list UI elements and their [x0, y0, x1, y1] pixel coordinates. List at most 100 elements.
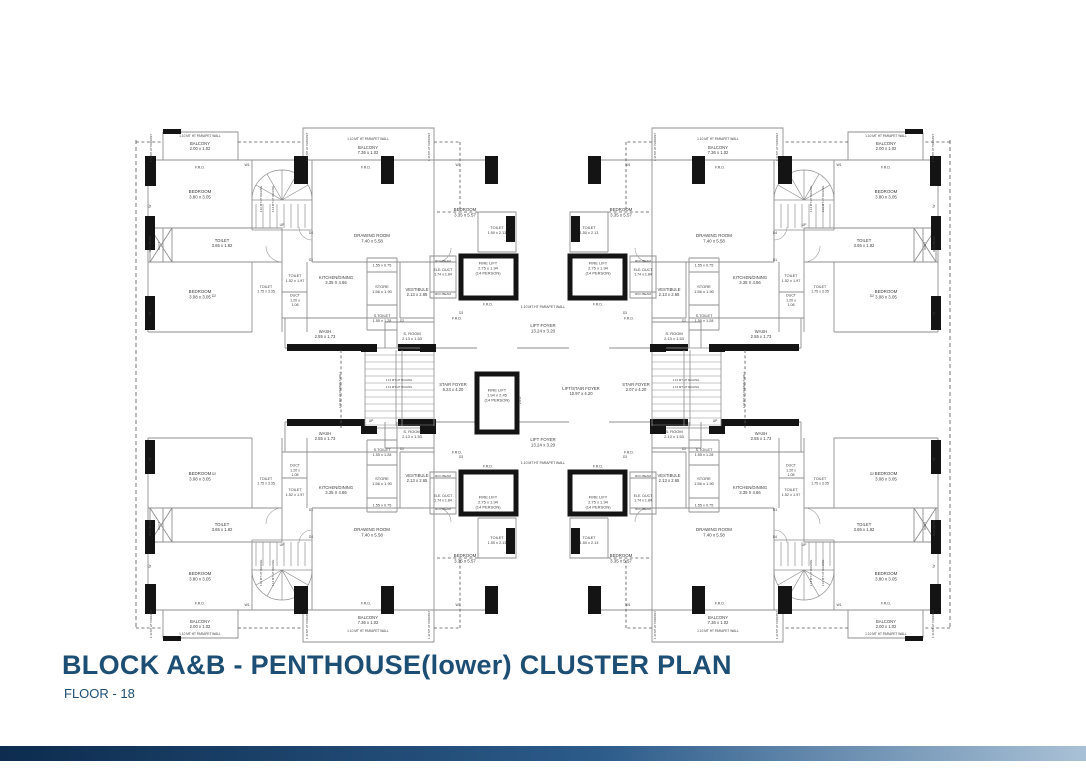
plan-label: D2 — [212, 294, 216, 298]
plan-label: D1 — [309, 508, 313, 512]
plan-label: W — [148, 565, 152, 568]
plan-label: 1.55 x 0.75 — [373, 263, 392, 267]
plan-label: 1.10 MT HT PARAPET WALL — [865, 632, 907, 636]
plan-label: F.R.D. — [452, 316, 462, 320]
plan-label: D3 — [459, 311, 463, 315]
plan-label: W — [148, 205, 152, 208]
plan-label: F.R.D. — [715, 165, 725, 169]
plan-label: 1.13 MT HT RAILING — [271, 560, 275, 587]
plan-label: RCC BEAM — [148, 520, 152, 536]
plan-label: D3 — [623, 455, 627, 459]
plan-label: 1.10 MT HT PARAPET WALL — [697, 137, 739, 141]
footer-gradient-bar — [0, 746, 1086, 761]
plan-label: 1.10 MT HT PARAPET — [149, 134, 153, 163]
plan-label: DUCT — [157, 242, 161, 250]
plan-label: D2 — [870, 294, 874, 298]
plan-label: W1 — [836, 163, 841, 167]
plan-label: 1.10 MT HT PARAPET — [305, 611, 309, 640]
plan-label: W — [932, 205, 936, 208]
plan-label: 1.13 MT HT RAILING — [386, 378, 413, 382]
plan-label: 1.10 MT HT PARAPET — [653, 133, 657, 162]
plan-label: 1.55 x 0.75 — [695, 263, 714, 267]
plan-label: 1.55 x 0.75 — [695, 503, 714, 507]
plan-label: F.R.D. — [593, 302, 603, 306]
plan-label: D3 — [623, 311, 627, 315]
plan-label: W1 — [836, 603, 841, 607]
plan-label: F.R.D. — [715, 601, 725, 605]
plan-label: W — [932, 458, 936, 461]
plan-label: 1.10 MT HT PARAPET — [931, 134, 935, 163]
plan-label: 1.10 MT HT PARAPET — [653, 611, 657, 640]
plan-label: F.R.D. — [518, 396, 522, 405]
plan-label: D2 — [400, 319, 404, 323]
plan-label: RCC BEAM — [435, 259, 451, 263]
plan-label: F.R.D. — [483, 464, 493, 468]
plan-label: UP — [280, 543, 285, 547]
plan-label: 1.10 MT HT PARAPET WALL — [347, 629, 389, 633]
plan-label: 1.13 MT HT RAILING — [673, 385, 700, 389]
plan-label: 1.10 MT HT RAILING — [821, 186, 825, 213]
plan-walls-quadrant-bottom-right — [543, 419, 950, 642]
plan-label: DUCT — [923, 522, 927, 530]
plan-label: 1.10 MT HT RAILING — [259, 560, 263, 587]
plan-label: D2 — [212, 472, 216, 476]
plan-label: D2 — [400, 447, 404, 451]
plan-label: F.R.D. — [624, 450, 634, 454]
plan-label: F.R.D. — [195, 601, 205, 605]
plan-label: 1.10 MT HT PARAPET — [427, 133, 431, 162]
plan-label: W1 — [455, 603, 460, 607]
plan-label: F.R.D. — [881, 165, 891, 169]
plan-label: D4 — [773, 535, 777, 539]
plan-label: D1 — [773, 508, 777, 512]
plan-label: 1.10 MT HT PARAPET — [775, 611, 779, 640]
plan-label: 1.13 MT HT RAILING — [386, 385, 413, 389]
plan-label: UP — [369, 419, 373, 423]
plan-label: 1.10 MT HT PARAPET WALL — [179, 134, 221, 138]
plan-label: RCC BEAM — [932, 520, 936, 536]
plan-label: D2 — [682, 319, 686, 323]
